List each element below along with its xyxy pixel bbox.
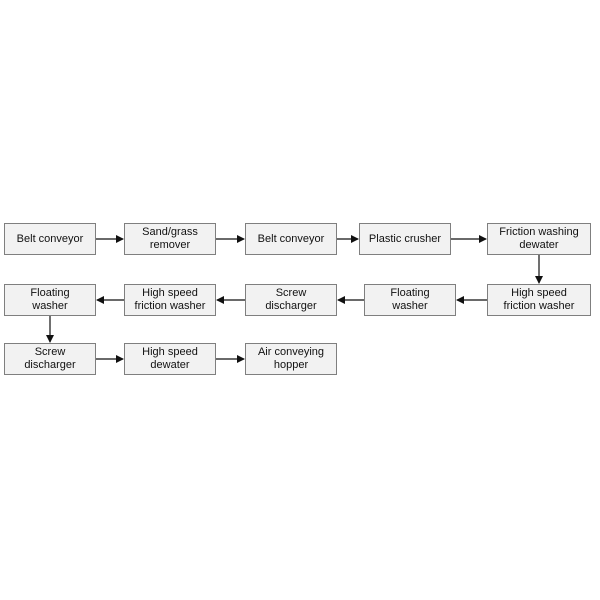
step-floating-washer-1: Floating washer [364, 284, 456, 316]
step-high-speed-dewater: High speed dewater [124, 343, 216, 375]
step-sand-grass-remover: Sand/grass remover [124, 223, 216, 255]
step-belt-conveyor-2: Belt conveyor [245, 223, 337, 255]
step-floating-washer-2: Floating washer [4, 284, 96, 316]
step-high-speed-friction-washer-2: High speed friction washer [124, 284, 216, 316]
step-plastic-crusher: Plastic crusher [359, 223, 451, 255]
step-air-conveying-hopper: Air conveying hopper [245, 343, 337, 375]
step-friction-washing-dewater: Friction washing dewater [487, 223, 591, 255]
step-belt-conveyor-1: Belt conveyor [4, 223, 96, 255]
step-screw-discharger-1: Screw discharger [245, 284, 337, 316]
step-high-speed-friction-washer-1: High speed friction washer [487, 284, 591, 316]
step-screw-discharger-2: Screw discharger [4, 343, 96, 375]
